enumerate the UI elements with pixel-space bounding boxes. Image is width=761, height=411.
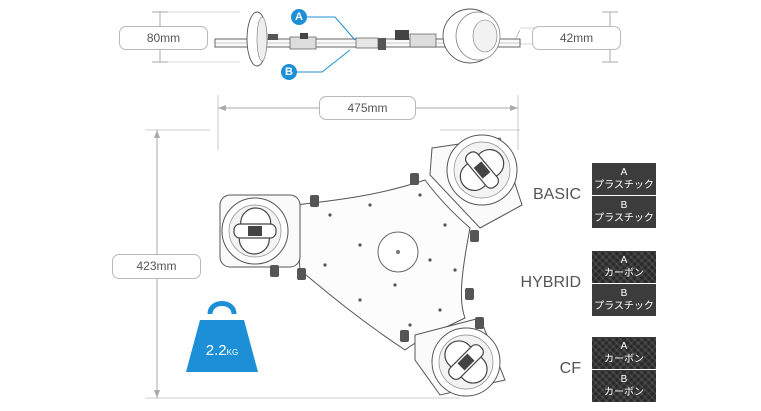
callout-a: A [291,9,307,25]
weight-value: 2.2KG [197,342,247,359]
height-dimension-label-b: 42mm [532,26,621,50]
part-material: カーボン [604,268,644,279]
part-material: プラスチック [594,180,654,191]
wheel-icon [429,134,523,229]
variant-basic-part-b: B プラスチック [592,196,656,228]
variant-hybrid-part-a: A カーボン [592,251,656,283]
variant-hybrid-part-b: B プラスチック [592,284,656,316]
part-letter: B [620,200,628,211]
width-dimension-label: 475mm [319,96,416,120]
variant-cf-part-a: A カーボン [592,337,656,369]
callout-b: B [281,64,297,80]
part-letter: A [620,255,628,266]
wheel-icon [414,317,506,397]
part-material: カーボン [604,387,644,398]
height-dimension-label: 80mm [119,26,208,50]
part-letter: A [620,167,628,178]
variant-basic-part-a: A プラスチック [592,163,656,195]
part-material: プラスチック [594,301,654,312]
knob-icon [270,173,484,342]
weight-icon [186,301,258,372]
weight-number: 2.2 [205,342,227,359]
variant-cf-name: CF [559,360,581,377]
wheel-icon [219,194,301,268]
part-letter: B [620,288,628,299]
part-letter: B [620,374,628,385]
part-material: プラスチック [594,213,654,224]
weight-unit: KG [226,348,239,357]
variant-hybrid-name: HYBRID [520,274,581,291]
variant-cf-part-b: B カーボン [592,370,656,402]
variant-basic-name: BASIC [532,186,581,203]
part-material: カーボン [604,354,644,365]
part-letter: A [620,341,628,352]
depth-dimension-label: 423mm [112,254,201,279]
